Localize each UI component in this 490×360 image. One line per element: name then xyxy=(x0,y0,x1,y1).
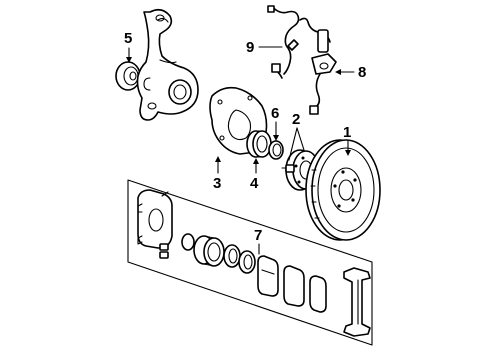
svg-text:5: 5 xyxy=(124,30,132,47)
bleeder-screw xyxy=(159,243,169,259)
brake-pad-inner xyxy=(257,255,279,297)
brake-pad-shim xyxy=(283,265,305,307)
callout-3: 3 xyxy=(213,156,221,192)
callout-5: 5 xyxy=(124,30,132,63)
svg-text:6: 6 xyxy=(271,105,279,122)
wheel-stud-part-2 xyxy=(281,164,295,173)
callout-2: 2 xyxy=(288,111,305,161)
snap-ring-part-6 xyxy=(268,140,284,160)
piston-seal xyxy=(181,233,195,251)
abs-sensor-part-9 xyxy=(267,5,300,79)
caliper-kit-panel xyxy=(127,179,373,346)
bearing-seal-part-5 xyxy=(115,61,141,91)
svg-text:1: 1 xyxy=(343,124,351,141)
boot-ring xyxy=(238,250,256,274)
caliper-bracket xyxy=(343,267,371,337)
svg-text:8: 8 xyxy=(358,64,366,81)
callout-7: 7 xyxy=(254,227,262,255)
svg-text:3: 3 xyxy=(213,175,221,192)
caliper-body xyxy=(137,189,173,249)
svg-text:7: 7 xyxy=(254,227,262,244)
svg-text:4: 4 xyxy=(250,175,259,192)
callout-9: 9 xyxy=(246,39,283,56)
svg-text:2: 2 xyxy=(292,111,300,128)
callout-6: 6 xyxy=(271,105,279,141)
callout-8: 8 xyxy=(335,64,366,81)
brake-rotor-part-1 xyxy=(305,139,381,241)
svg-text:9: 9 xyxy=(246,39,254,56)
steering-knuckle xyxy=(136,8,199,121)
callout-1: 1 xyxy=(343,124,351,156)
wheel-bearing-part-4 xyxy=(246,130,272,158)
brake-pad-outer xyxy=(309,275,327,313)
dust-boot xyxy=(223,244,241,268)
caliper-piston xyxy=(193,235,225,267)
callout-4: 4 xyxy=(250,158,259,192)
abs-sensor-part-8 xyxy=(299,17,337,115)
